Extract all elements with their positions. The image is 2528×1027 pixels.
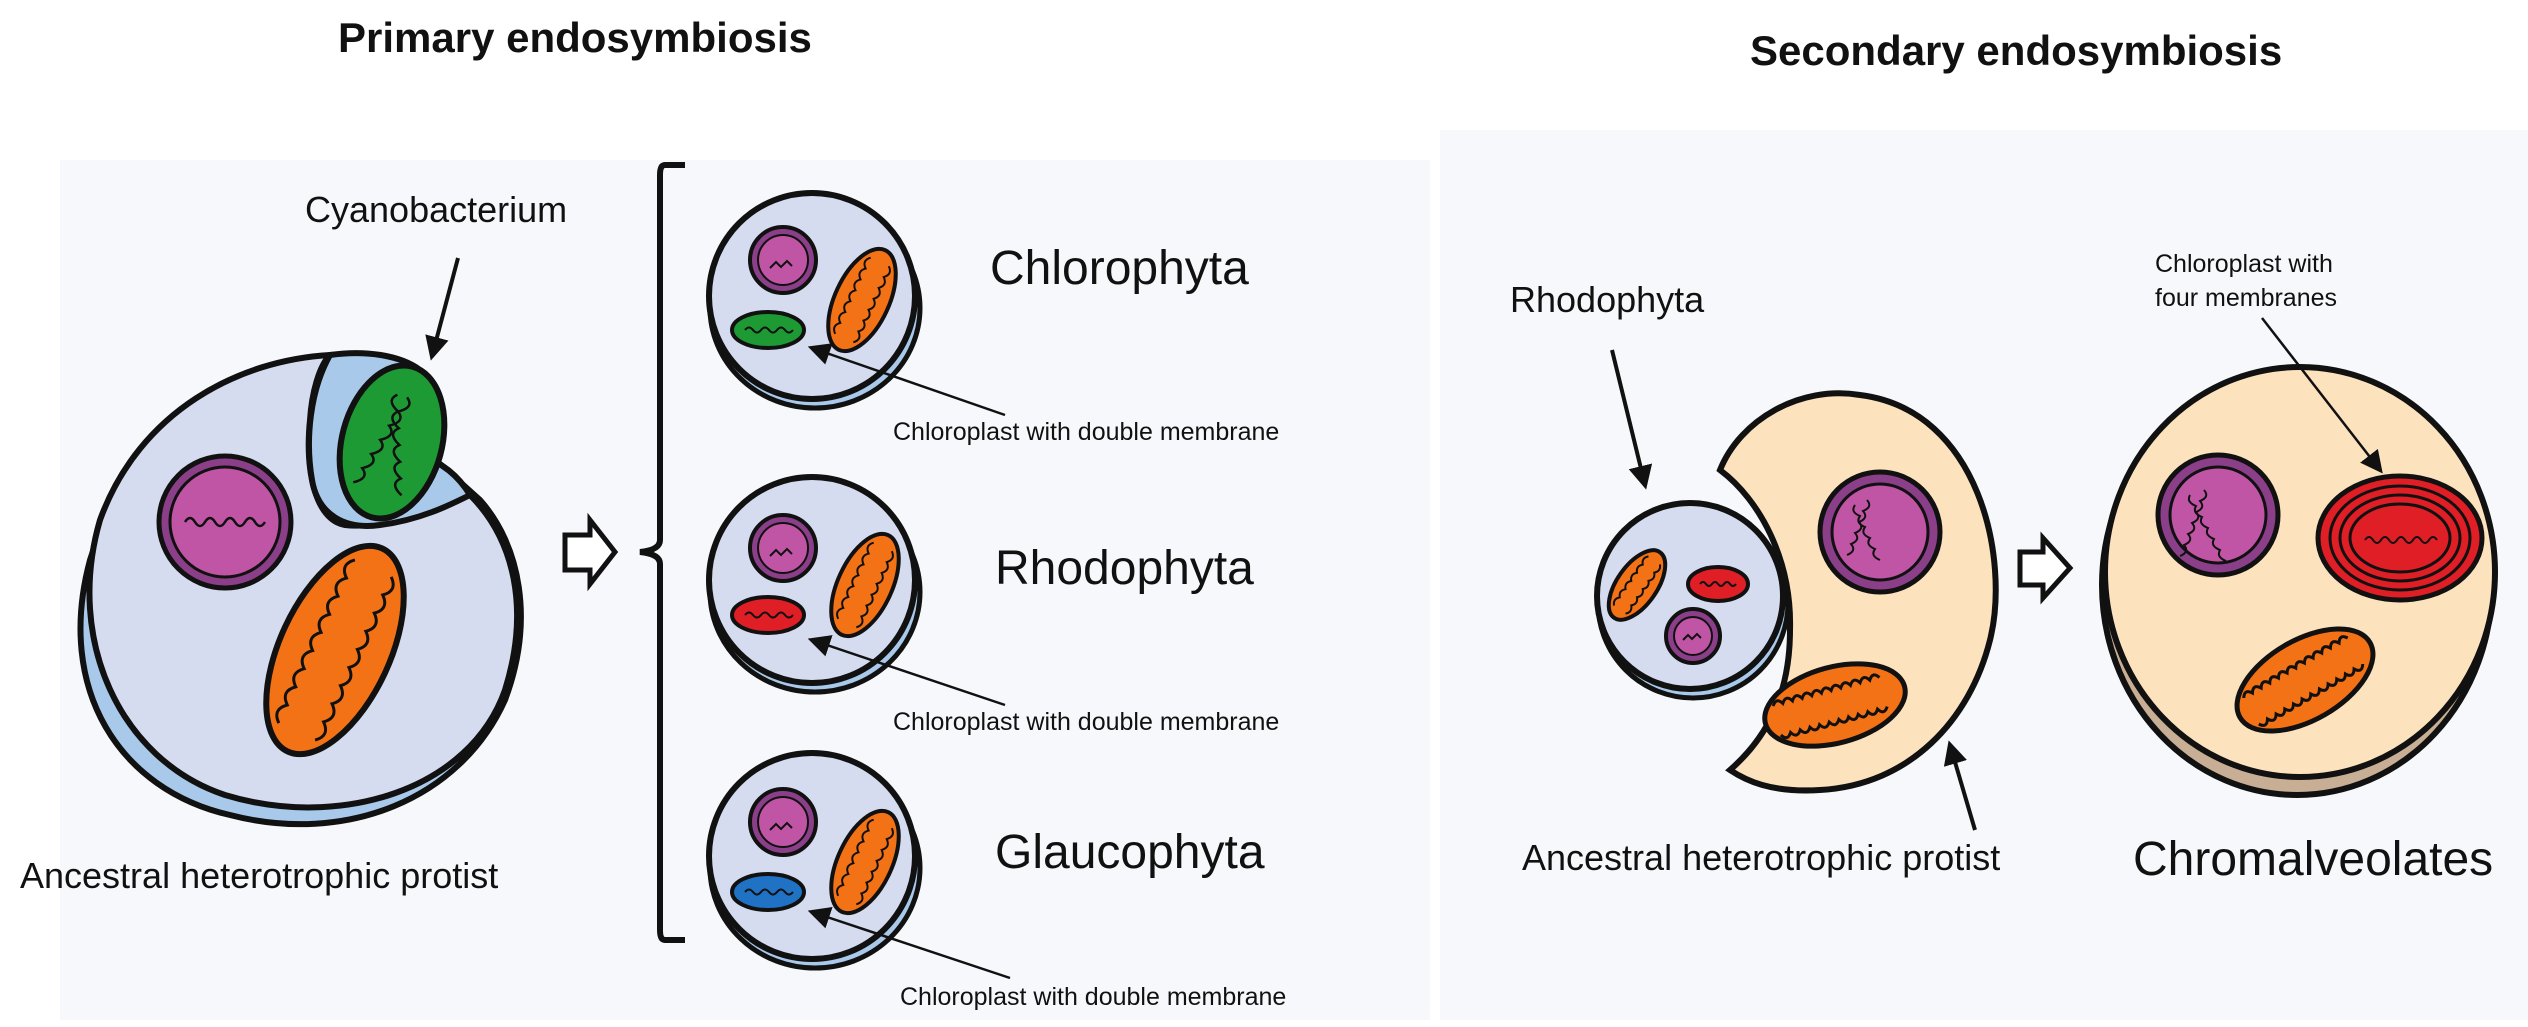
four-membrane-chloroplast (2315, 473, 2485, 603)
rhodophyta-mitochondrion (829, 531, 901, 639)
glaucophyta-label: Glaucophyta (995, 826, 1265, 879)
rhodophyta-cell (706, 474, 923, 695)
chromalveolate-nucleus (2155, 452, 2281, 578)
four-membranes-label-line1: Chloroplast with (2155, 250, 2333, 278)
glaucophyta-nucleus (748, 787, 818, 857)
ancestral-protist-secondary (1716, 390, 1999, 794)
rhodophyta-result-label: Rhodophyta (995, 542, 1254, 595)
chromalveolate-cell (2099, 364, 2498, 798)
red-alga-nucleus (1664, 607, 1722, 665)
rhodophyta-nucleus (748, 513, 818, 583)
primary-transition-arrow (562, 512, 619, 592)
outcome-brace (639, 162, 685, 943)
red-alga-cell (1594, 500, 1791, 701)
chromalveolates-label: Chromalveolates (2133, 833, 2493, 886)
cyanobacterium-label: Cyanobacterium (305, 189, 567, 230)
chloroplast-label-2: Chloroplast with double membrane (893, 708, 1279, 736)
ancestral-secondary-label: Ancestral heterotrophic protist (1522, 837, 2000, 878)
chloroplast-pointer-2 (807, 635, 1006, 707)
chlorophyta-mitochondrion (826, 246, 898, 354)
chlorophyta-chloroplast (730, 310, 806, 350)
secondary-title: Secondary endosymbiosis (1750, 27, 2282, 74)
chlorophyta-nucleus (748, 225, 818, 295)
cyanobacterium-arrow (425, 257, 460, 361)
nucleus-primary (156, 453, 294, 591)
mitochondrion-primary (263, 542, 407, 758)
chloroplast-pointer-1 (807, 343, 1006, 417)
glaucophyta-cell (706, 750, 923, 971)
primary-title: Primary endosymbiosis (338, 14, 812, 61)
four-membranes-pointer (2261, 317, 2383, 474)
peach-host-mitochondrion (1762, 661, 1908, 749)
chlorophyta-cell (706, 190, 923, 411)
ancestral-secondary-arrow (1943, 740, 1977, 831)
rhodophyta-chloroplast (730, 595, 806, 635)
secondary-transition-arrow (2017, 531, 2074, 605)
chloroplast-label-3: Chloroplast with double membrane (900, 983, 1286, 1011)
glaucophyta-mitochondrion (829, 808, 901, 916)
chromalveolate-mitochondrion (2234, 626, 2376, 734)
red-alga-chloroplast (1686, 565, 1750, 603)
red-alga-mitochondrion (1606, 548, 1668, 622)
peach-host-nucleus (1817, 469, 1943, 595)
glaucophyta-chloroplast (730, 872, 806, 912)
rhodophyta-secondary-arrow (1610, 349, 1653, 490)
cyanobacterium-cell (336, 362, 448, 522)
ancestral-protist-primary (77, 350, 524, 828)
ancestral-primary-label: Ancestral heterotrophic protist (20, 855, 498, 896)
four-membranes-label-line2: four membranes (2155, 284, 2337, 312)
rhodophyta-secondary-label: Rhodophyta (1510, 279, 1705, 320)
chloroplast-pointer-3 (807, 907, 1011, 980)
chloroplast-label-1: Chloroplast with double membrane (893, 418, 1279, 446)
chlorophyta-label: Chlorophyta (990, 242, 1249, 295)
